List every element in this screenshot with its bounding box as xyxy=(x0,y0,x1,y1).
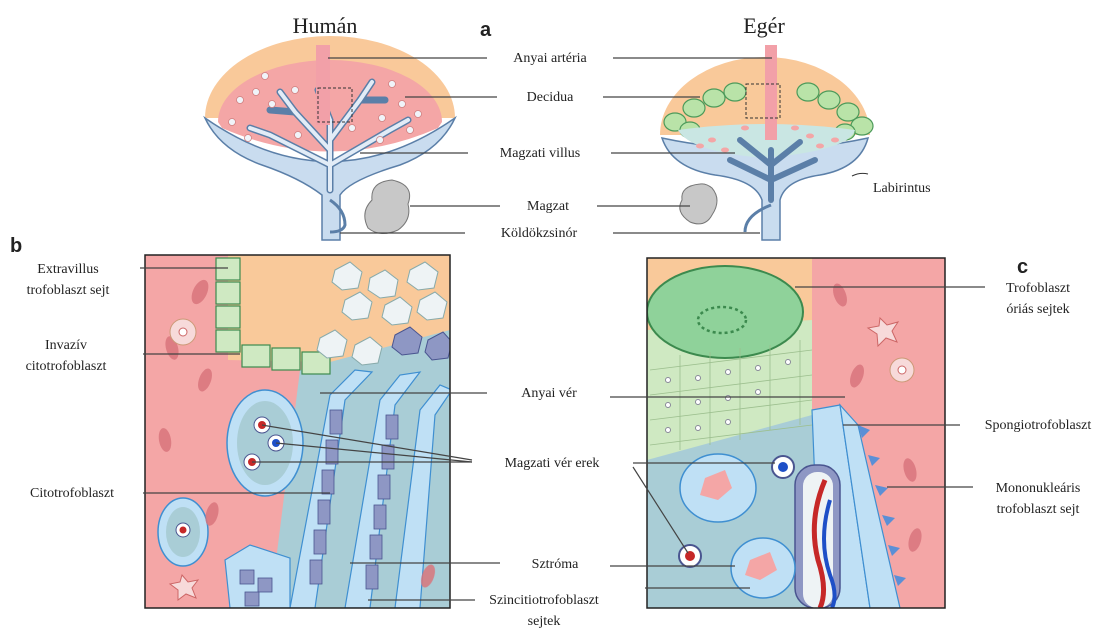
label-fetal-villus: Magzati villus xyxy=(500,146,581,161)
label-spongio: Spongiotrofoblaszt xyxy=(985,418,1092,433)
label-extravillous-1: Extravillus xyxy=(37,262,98,277)
label-maternal-artery: Anyai artéria xyxy=(513,51,587,66)
label-mono-1: Mononukleáris xyxy=(996,481,1081,496)
title-mouse: Egér xyxy=(743,13,785,38)
label-extravillous-2: trofoblaszt sejt xyxy=(27,283,110,298)
panel-label-b: b xyxy=(10,235,22,257)
label-invasive-2: citotrofoblaszt xyxy=(26,359,107,374)
panel-label-a: a xyxy=(480,19,492,41)
maternal-artery-mouse xyxy=(765,45,777,140)
title-human: Humán xyxy=(293,13,358,38)
mouse-placenta xyxy=(660,45,873,240)
label-invasive-1: Invazív xyxy=(45,338,87,353)
fetus-mouse xyxy=(680,184,717,224)
panel-c-illustration xyxy=(647,258,945,608)
label-labyrinth: Labirintus xyxy=(873,181,931,196)
label-giant-2: óriás sejtek xyxy=(1006,302,1069,317)
fetus-human xyxy=(365,180,410,234)
label-stroma: Sztróma xyxy=(532,557,579,572)
label-umbilical-cord: Köldökzsinór xyxy=(501,226,578,241)
label-fetus: Magzat xyxy=(527,199,569,214)
label-syncytio-2: sejtek xyxy=(528,614,561,629)
label-cytotrophoblast: Citotrofoblaszt xyxy=(30,486,114,501)
label-maternal-blood: Anyai vér xyxy=(521,386,577,401)
human-placenta xyxy=(205,36,455,240)
label-syncytio-1: Szincitiotrofoblaszt xyxy=(489,593,599,608)
panel-label-c: c xyxy=(1017,256,1028,278)
label-giant-1: Trofoblaszt xyxy=(1006,281,1070,296)
label-mono-2: trofoblaszt sejt xyxy=(997,502,1080,517)
giant-cell xyxy=(647,266,803,358)
label-decidua: Decidua xyxy=(527,90,574,105)
label-fetal-vessels: Magzati vér erek xyxy=(505,456,600,471)
